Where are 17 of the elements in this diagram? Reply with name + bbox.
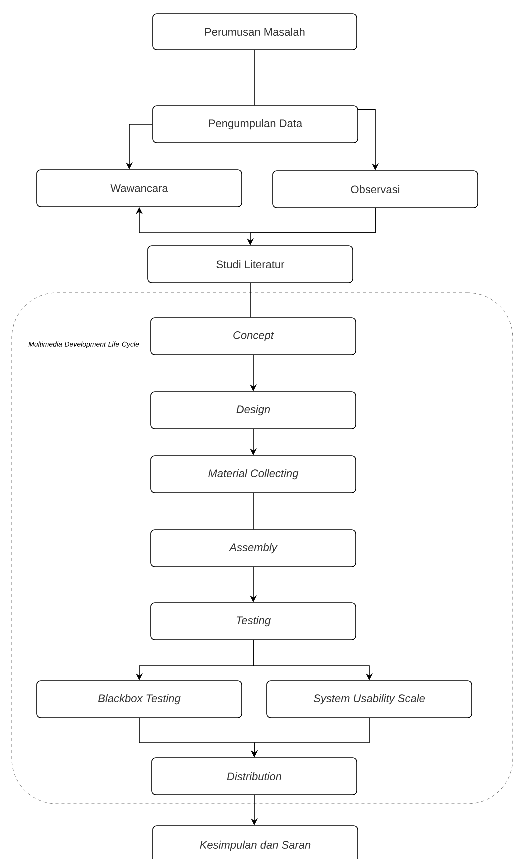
process-box: Assembly: [150, 530, 356, 568]
process-box: Kesimpulan dan Saran: [152, 826, 358, 859]
process-box: Perumusan Masalah: [152, 14, 358, 50]
process-box: Wawancara: [36, 170, 242, 208]
process-box: Observasi: [272, 170, 478, 208]
process-box: Design: [150, 392, 356, 430]
process-box: Material Collecting: [150, 456, 356, 494]
process-box: Distribution: [152, 758, 358, 796]
connector-line: [254, 50, 256, 106]
process-box: Blackbox Testing: [36, 680, 242, 718]
process-box: Studi Literatur: [148, 246, 354, 284]
process-box: Pengumpulan Data: [152, 106, 358, 144]
connector-line: [253, 493, 254, 530]
process-box: System Usability Scale: [266, 680, 472, 718]
process-box: Concept: [150, 318, 356, 356]
connector-line: [250, 283, 251, 318]
process-box: Testing: [150, 602, 356, 640]
